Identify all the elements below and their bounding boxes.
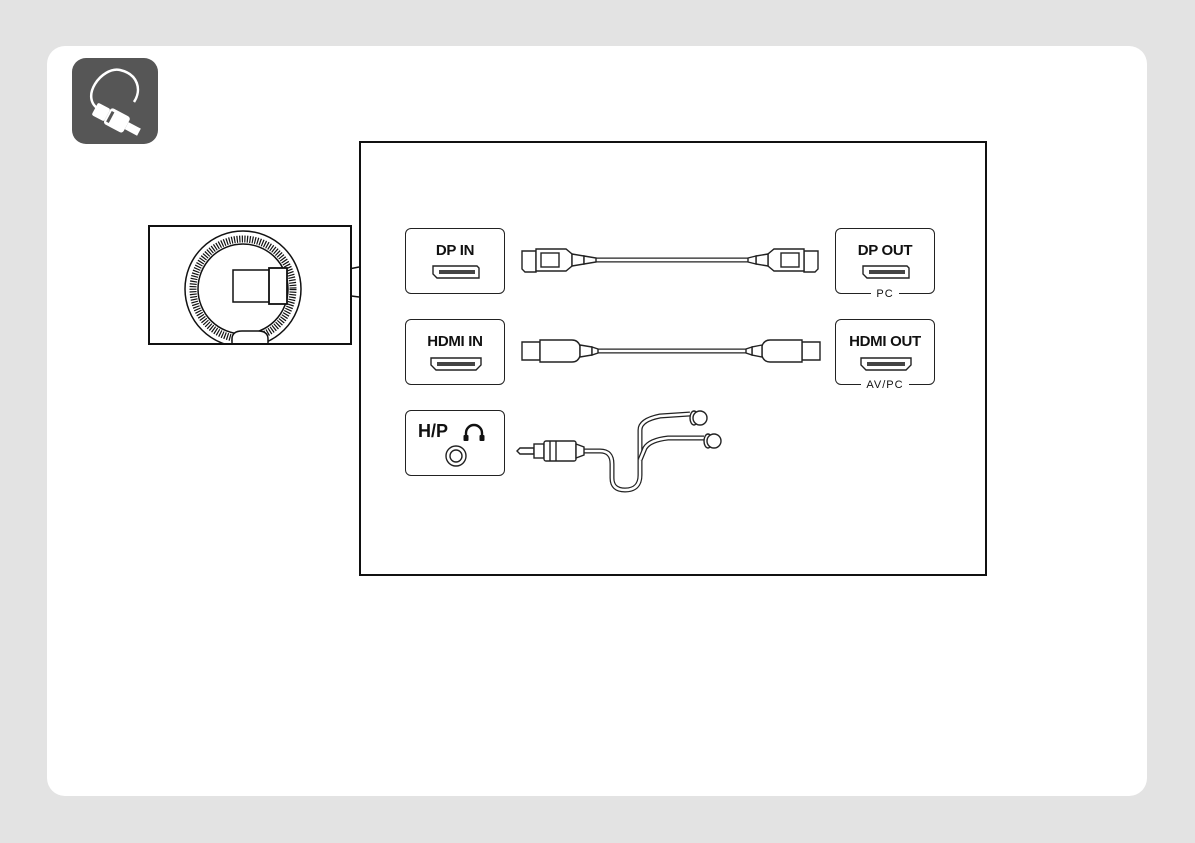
displayport-cable (522, 249, 818, 272)
audio-cable (517, 411, 721, 490)
hdmi-cable (522, 340, 820, 362)
